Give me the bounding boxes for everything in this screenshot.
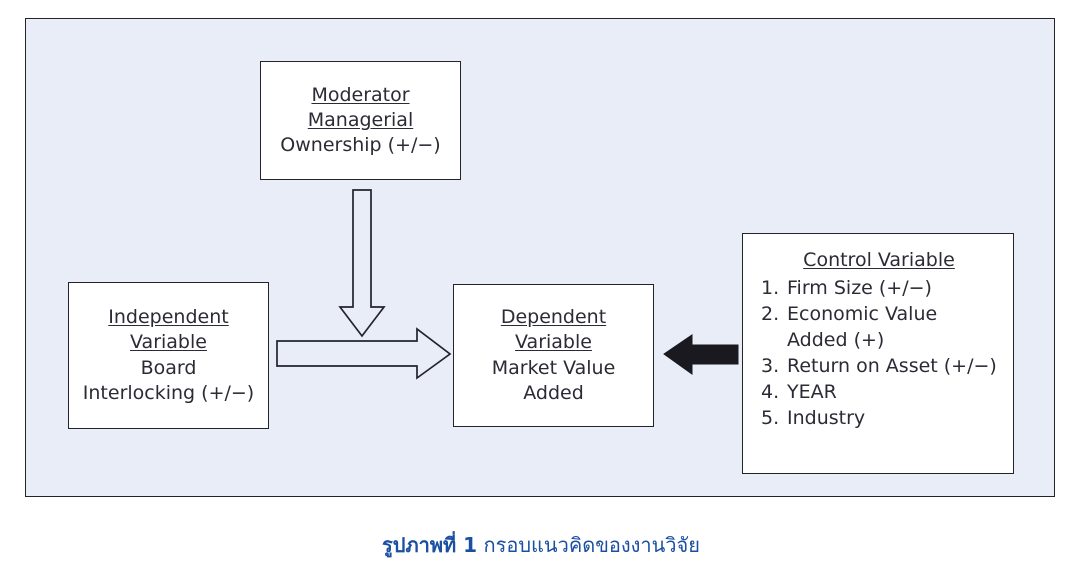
list-item-label: YEAR [787, 381, 837, 404]
moderator-heading-line2: Managerial [307, 108, 414, 131]
moderator-box: Moderator Managerial Ownership (+/−) [260, 61, 461, 180]
list-item: 1. Firm Size (+/−) [761, 276, 997, 301]
figure-caption-label: รูปภาพที่ 1 [382, 533, 478, 557]
independent-heading-line2: Variable [130, 331, 207, 354]
list-item: Added (+) [761, 328, 997, 353]
moderator-heading-line1: Moderator [311, 83, 410, 106]
list-item-number: 5. [761, 407, 780, 430]
list-item-number: 1. [761, 277, 780, 300]
dependent-body-line2: Added [523, 381, 584, 404]
list-item-label: Industry [787, 407, 866, 430]
list-item-number: 3. [761, 355, 780, 378]
list-item-label: Economic Value [787, 303, 938, 326]
dependent-body-line1: Market Value [491, 356, 616, 379]
list-item: 3. Return on Asset (+/−) [761, 354, 997, 379]
list-item-number: 4. [761, 381, 780, 404]
moderator-body: Ownership (+/−) [280, 134, 441, 157]
list-item-label: Return on Asset (+/−) [787, 355, 997, 378]
dependent-heading-line1: Dependent [500, 306, 607, 329]
control-heading: Control Variable [803, 249, 955, 271]
list-item-label: Firm Size (+/−) [787, 277, 932, 300]
figure-caption: รูปภาพที่ 1 กรอบแนวคิดของงานวิจัย [0, 529, 1082, 561]
dependent-variable-box: Dependent Variable Market Value Added [453, 284, 654, 427]
control-variable-list: 1. Firm Size (+/−) 2. Economic Value Added… [761, 275, 997, 432]
list-item: 5. Industry [761, 406, 997, 431]
list-item: 4. YEAR [761, 380, 997, 405]
dependent-heading-line2: Variable [515, 331, 592, 354]
independent-variable-box: Independent Variable Board Interlocking … [68, 282, 269, 429]
control-variable-box: Control Variable 1. Firm Size (+/−) 2. Eco… [742, 233, 1014, 474]
list-item: 2. Economic Value [761, 302, 997, 327]
independent-body-line1: Board [140, 356, 197, 379]
list-item-label: Added (+) [787, 329, 885, 352]
list-item-number: 2. [761, 303, 780, 326]
framework-panel: Moderator Managerial Ownership (+/−) Ind… [25, 18, 1055, 497]
independent-body-line2: Interlocking (+/−) [82, 381, 255, 404]
independent-heading-line1: Independent [108, 306, 229, 329]
figure-caption-body: กรอบแนวคิดของงานวิจัย [483, 533, 700, 557]
